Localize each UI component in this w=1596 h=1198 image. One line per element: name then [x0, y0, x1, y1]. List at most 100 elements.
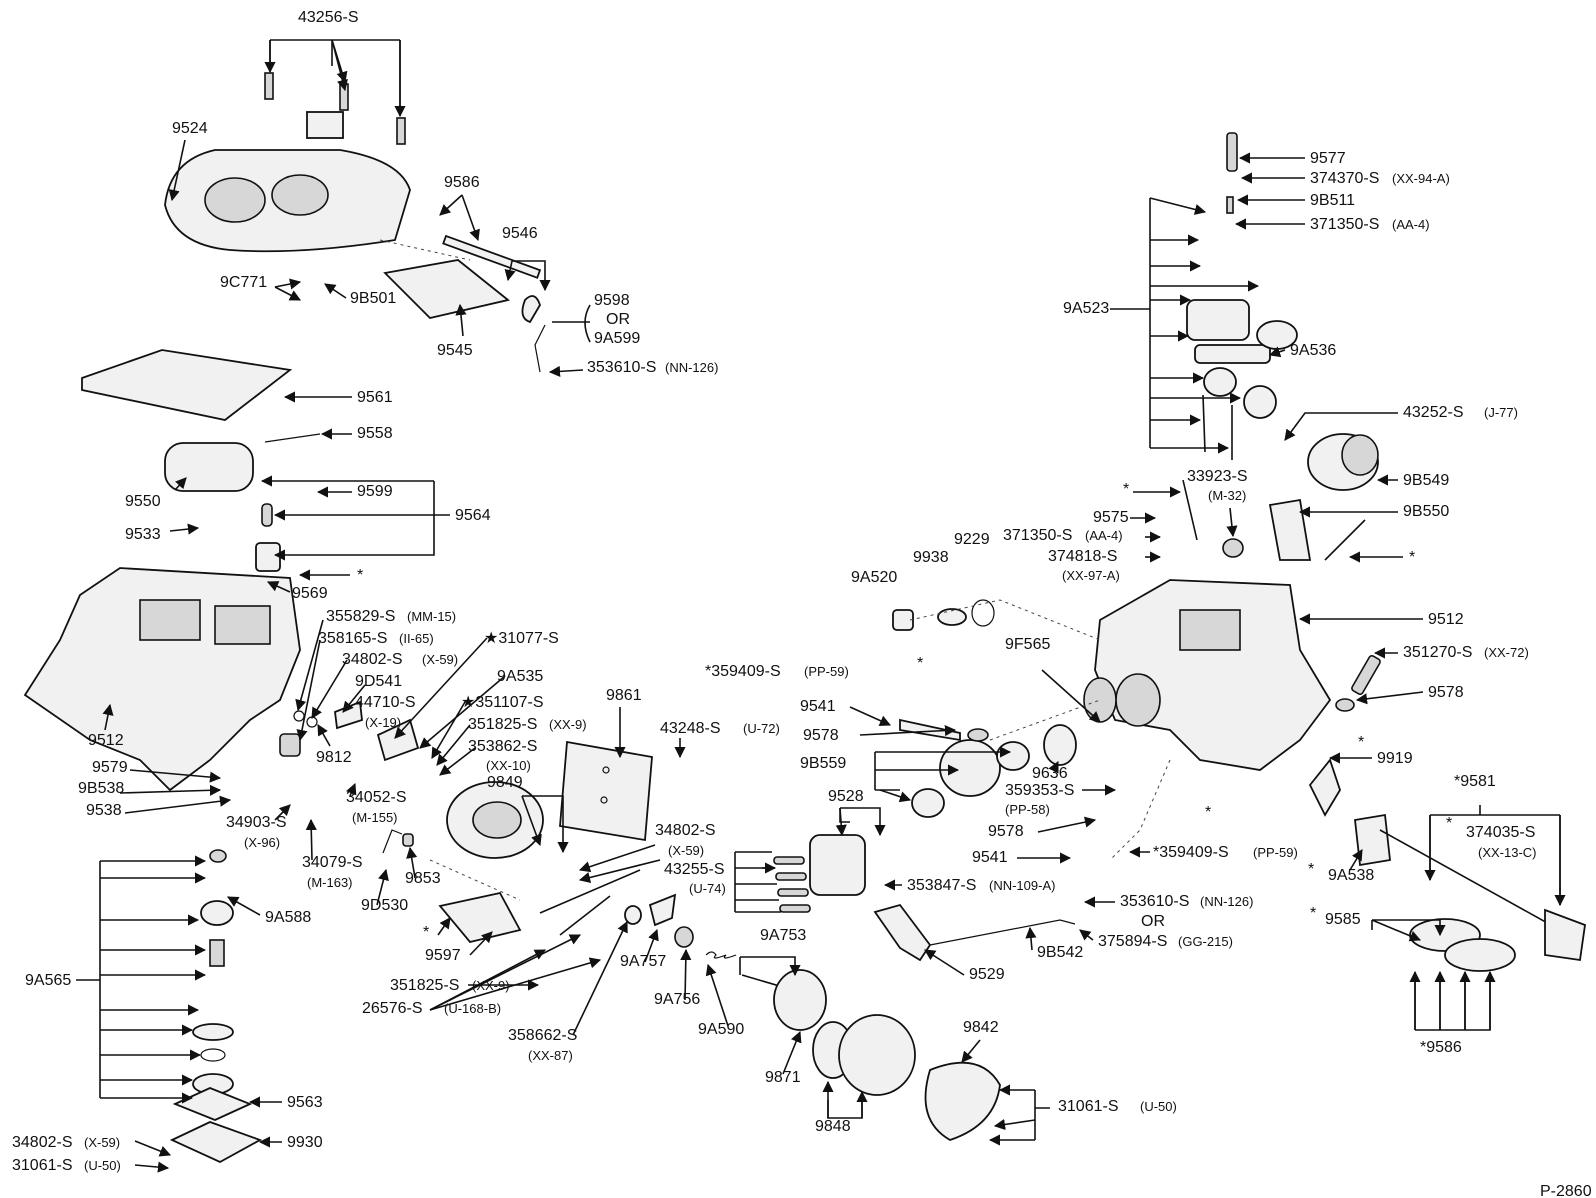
part-label-358165-s: 358165-S	[318, 630, 387, 647]
diaphragm-9B559	[996, 741, 1030, 771]
leader-lines	[76, 39, 1566, 1173]
part-label-43252-s: 43252-S	[1403, 404, 1464, 421]
part-sublabel-u72: (U-72)	[743, 721, 780, 736]
nut	[209, 849, 227, 863]
part-label-9d530: 9D530	[361, 897, 408, 914]
part-label-43255-s: 43255-S	[664, 861, 725, 878]
part-label-9586-top: 9586	[444, 174, 480, 191]
part-label-9578-a: 9578	[1428, 684, 1464, 701]
bracket-9B550	[1268, 498, 1312, 561]
part-label-9585: 9585	[1325, 911, 1361, 928]
part-label-9b501: 9B501	[350, 290, 396, 307]
part-label-9919: 9919	[1377, 750, 1413, 767]
part-sublabels: (NN-126)(MM-15)(II-65)(X-59)(X-19)(XX-9)…	[84, 171, 1537, 1173]
part-label-26576-s: 26576-S	[362, 1000, 423, 1017]
part-label-9b559: 9B559	[800, 755, 846, 772]
plate-hole-2	[600, 796, 608, 804]
part-label-351107-s: ★351107-S	[461, 694, 544, 711]
part-label-star-9597: *	[423, 924, 429, 941]
screw-9577	[1226, 132, 1238, 172]
part-label-31077-s: ★31077-S	[484, 630, 559, 647]
part-label-9636: 9636	[1032, 765, 1068, 782]
screw-9528-1	[773, 856, 805, 865]
part-sublabel-ii65: (II-65)	[399, 631, 434, 646]
part-label-353862-s: 353862-S	[468, 738, 537, 755]
part-sublabel-xx9a: (XX-9)	[549, 717, 587, 732]
part-label-371350-s-top: 371350-S	[1310, 216, 1379, 233]
body-right-port-1	[1115, 673, 1161, 727]
power-valve-stem	[209, 939, 225, 967]
part-label-9849: 9849	[487, 774, 523, 791]
part-label-star-2: *	[1409, 549, 1415, 566]
part-sublabel-xx87: (XX-87)	[528, 1048, 573, 1063]
part-label-9b549: 9B549	[1403, 472, 1449, 489]
gasket	[81, 349, 293, 421]
nut-9A520	[892, 609, 914, 631]
shaft-9597	[438, 891, 522, 944]
part-label-9598: 9598	[594, 292, 630, 309]
part-sublabel-nn126-top: (NN-126)	[665, 360, 718, 375]
part-label-31061-s-left: 31061-S	[12, 1157, 73, 1174]
part-sublabel-u74: (U-74)	[689, 881, 726, 896]
spring-9578	[967, 728, 989, 742]
screw-9528-2	[775, 872, 807, 881]
part-sublabel-u50r: (U-50)	[1140, 1099, 1177, 1114]
part-label-9533: 9533	[125, 526, 161, 543]
screw-3	[396, 117, 406, 145]
lever-9A538	[1354, 813, 1391, 867]
part-label-9575: 9575	[1093, 509, 1129, 526]
pin-9853	[402, 833, 414, 847]
part-label-353610-s-right: 353610-S	[1120, 893, 1189, 910]
pump-plate-9861	[559, 740, 653, 842]
part-label-9b542: 9B542	[1037, 944, 1083, 961]
centerline-1	[379, 239, 471, 261]
part-label-43256-s: 43256-S	[298, 9, 359, 26]
part-sublabel-x59c: (X-59)	[84, 1135, 120, 1150]
part-sublabel-pp59b: (PP-59)	[1253, 845, 1298, 860]
part-sublabel-xx94a: (XX-94-A)	[1392, 171, 1450, 186]
gasket-9563	[172, 1087, 253, 1121]
part-label-9579: 9579	[92, 759, 128, 776]
part-label-9938: 9938	[913, 549, 949, 566]
tube-9B511	[1226, 196, 1234, 214]
part-label-star-9585: *	[1310, 905, 1316, 922]
throttle-lever-9919	[1308, 758, 1341, 817]
part-label-ref: P-2860	[1540, 1183, 1592, 1198]
part-sublabel-nn126r: (NN-126)	[1200, 894, 1253, 909]
part-label-9b550: 9B550	[1403, 503, 1449, 520]
choke-lever	[521, 295, 541, 324]
part-sublabel-pp59a: (PP-59)	[804, 664, 849, 679]
part-sublabel-x59a: (X-59)	[422, 652, 458, 667]
washer-1	[293, 710, 305, 722]
tube-1	[1202, 394, 1206, 453]
part-label-9a590: 9A590	[698, 1021, 744, 1038]
part-label-371350-s-mid: 371350-S	[1003, 527, 1072, 544]
part-sublabel-m163: (M-163)	[307, 875, 353, 890]
centerline-5	[429, 859, 521, 901]
part-label-9b511: 9B511	[1310, 192, 1355, 209]
float-hinge-pin	[264, 433, 321, 443]
washer-9A757	[624, 905, 642, 925]
part-sublabel-m155: (M-155)	[352, 810, 398, 825]
cover-9B559	[939, 739, 1001, 797]
cup-9B559	[911, 788, 945, 818]
gasket-9229	[971, 599, 995, 627]
centerline-2	[909, 599, 1101, 641]
body-right-window	[1179, 609, 1241, 651]
pin-lower-right	[1324, 519, 1366, 561]
part-label-353610-s-top: 353610-S	[587, 359, 656, 376]
part-label-9a599: 9A599	[594, 330, 640, 347]
part-label-9229: 9229	[954, 531, 990, 548]
part-sublabel-nn109a: (NN-109-A)	[989, 878, 1055, 893]
part-label-34079-s: 34079-S	[302, 854, 363, 871]
part-sublabel-x59b: (X-59)	[668, 843, 704, 858]
pin-right	[1182, 479, 1198, 541]
vacuum-diaphragm-cap	[1341, 434, 1379, 476]
part-label-9550: 9550	[125, 493, 161, 510]
body-window-1	[139, 599, 201, 641]
spacer-9A756	[674, 926, 694, 948]
part-label-or-2: OR	[1141, 913, 1165, 930]
part-label-9578-c: 9578	[988, 823, 1024, 840]
washer-2	[306, 716, 318, 728]
